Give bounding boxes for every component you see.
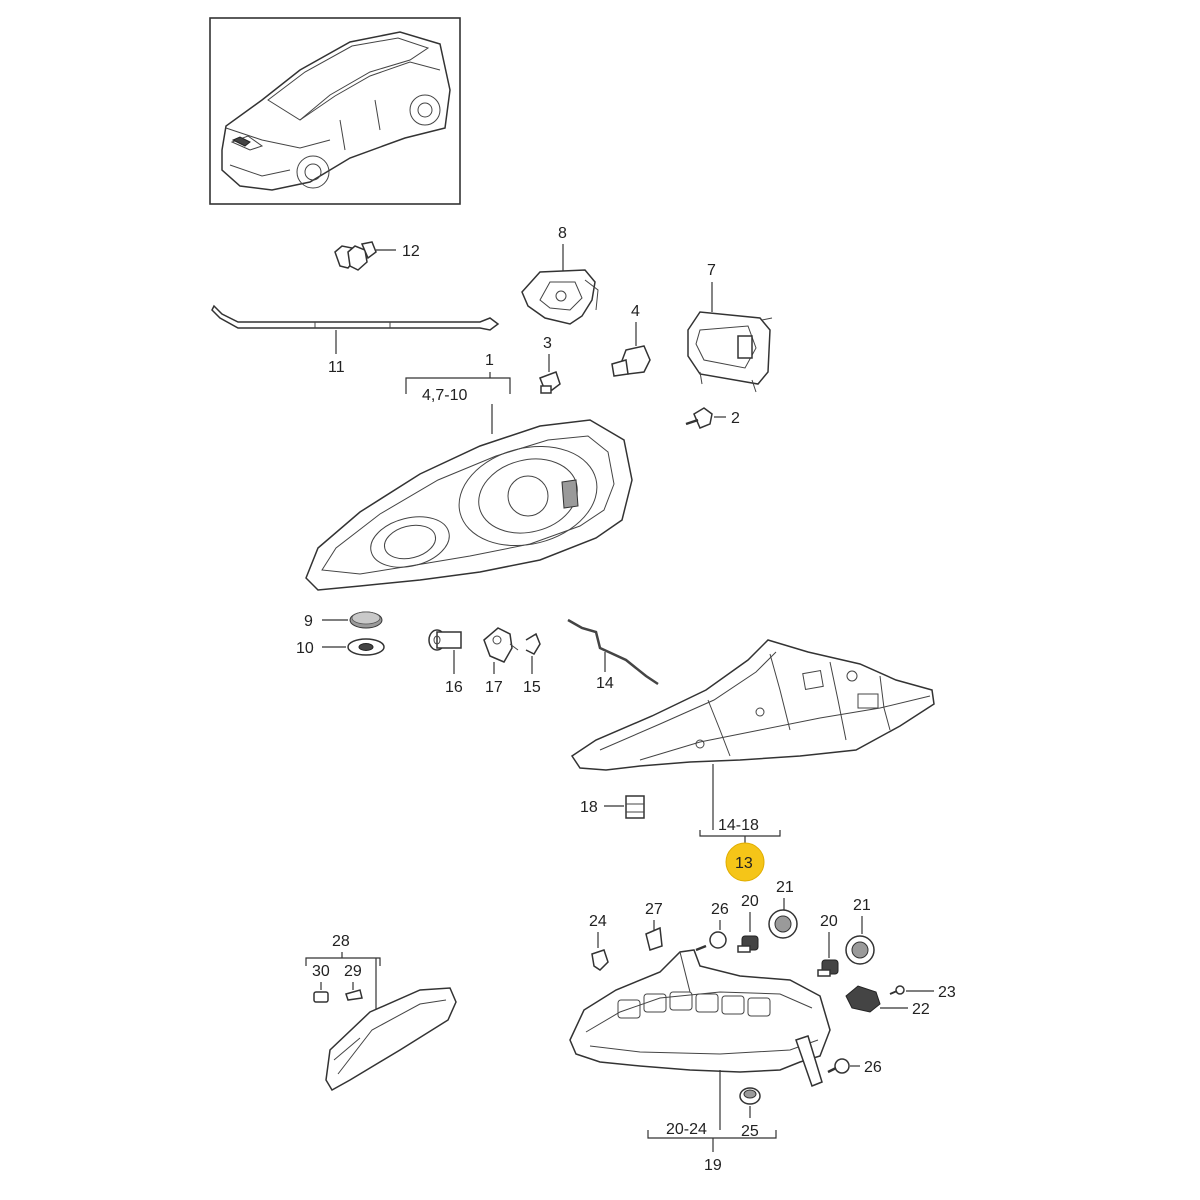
- part-24-bulb: [591, 949, 609, 971]
- part-29-bulb: [345, 989, 363, 1001]
- part-20-bulb-holder-b: [817, 959, 839, 977]
- part-7-cover: [687, 311, 773, 393]
- part-26-screw-top: [695, 931, 727, 952]
- part-20-bulb-holder-a: [737, 935, 759, 953]
- part-2-screw: [685, 407, 726, 429]
- vehicle-overview-inset: [209, 17, 461, 205]
- group-label-13: 14-18: [718, 817, 759, 834]
- callout-21b: 21: [853, 897, 871, 914]
- callout-20b: 20: [820, 913, 838, 930]
- callout-8: 8: [558, 225, 567, 242]
- callout-20a: 20: [741, 893, 759, 910]
- callout-10: 10: [296, 640, 314, 657]
- part-1-headlight: [305, 419, 633, 591]
- part-9-seal: [322, 611, 383, 629]
- callout-30: 30: [312, 963, 330, 980]
- callout-4: 4: [631, 303, 640, 320]
- part-3-bulb: [539, 371, 561, 394]
- callout-27: 27: [645, 901, 663, 918]
- callout-1: 1: [485, 352, 494, 369]
- part-11-cable: [211, 304, 500, 354]
- group-label-1: 4,7-10: [422, 387, 467, 404]
- part-23-screw: [889, 985, 934, 995]
- part-27-nut: [645, 926, 663, 951]
- part-14-rod: [567, 618, 659, 686]
- callout-28: 28: [332, 933, 350, 950]
- callout-13: 13: [735, 855, 753, 872]
- part-21-cap-a: [768, 909, 798, 939]
- callout-2: 2: [731, 410, 740, 427]
- callout-13-highlight: [725, 842, 765, 882]
- part-21-cap-b: [845, 935, 875, 965]
- callout-19: 19: [704, 1157, 722, 1174]
- callout-24: 24: [589, 913, 607, 930]
- callout-14: 14: [596, 675, 614, 692]
- callout-17: 17: [485, 679, 503, 696]
- part-22-module: [845, 985, 908, 1013]
- group-label-19: 20-24: [666, 1121, 707, 1138]
- callout-21a: 21: [776, 879, 794, 896]
- part-19-fog-light: [569, 949, 831, 1087]
- part-4-bulb-socket: [611, 345, 651, 377]
- part-8-bracket: [521, 269, 599, 325]
- part-28-side-marker: [325, 987, 457, 1092]
- callout-12: 12: [402, 243, 420, 260]
- callout-22: 22: [912, 1001, 930, 1018]
- part-16-bolt: [428, 629, 462, 674]
- part-17-bracket: [483, 627, 519, 674]
- part-12-clips: [334, 241, 396, 271]
- part-15-clip: [525, 632, 541, 674]
- part-10-washer: [322, 638, 385, 656]
- callout-3: 3: [543, 335, 552, 352]
- part-30-bulb: [313, 991, 329, 1003]
- callout-26b: 26: [864, 1059, 882, 1076]
- callout-7: 7: [707, 262, 716, 279]
- callout-25: 25: [741, 1123, 759, 1140]
- part-18-bushing: [604, 795, 645, 819]
- callout-11: 11: [328, 359, 345, 376]
- callout-23: 23: [938, 984, 956, 1001]
- callout-26a: 26: [711, 901, 729, 918]
- callout-15: 15: [523, 679, 541, 696]
- car-illustration: [221, 31, 451, 191]
- callout-9: 9: [304, 613, 313, 630]
- part-13-support-bracket: [570, 639, 935, 771]
- callout-18: 18: [580, 799, 598, 816]
- callout-29: 29: [344, 963, 362, 980]
- part-26-screw-bottom: [827, 1058, 860, 1074]
- callout-16: 16: [445, 679, 463, 696]
- part-25-grommet: [739, 1087, 761, 1118]
